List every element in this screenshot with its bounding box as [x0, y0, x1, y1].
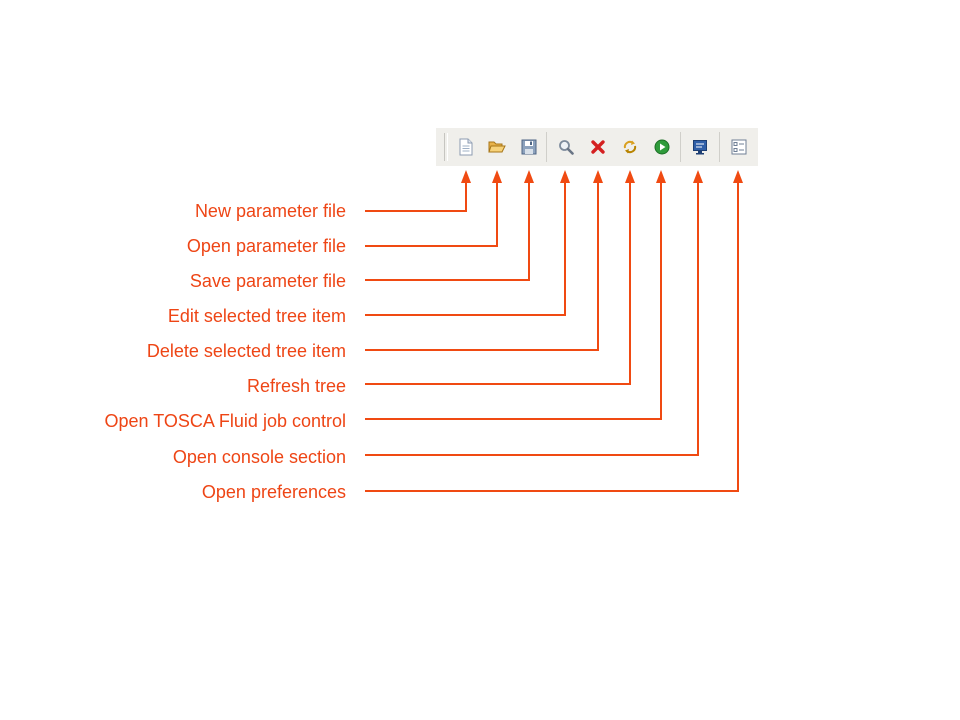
callout-arrow-save-file [365, 170, 534, 281]
magnifier-icon[interactable] [557, 138, 575, 156]
open-folder-icon[interactable] [488, 138, 506, 156]
red-x-delete-icon[interactable] [589, 138, 607, 156]
toolbar [436, 128, 758, 166]
callout-arrow-preferences [365, 170, 743, 492]
callout-label-save-parameter-file: Save parameter file [189, 271, 346, 291]
callout-label-open-console-section: Open console section [172, 447, 346, 467]
preferences-list-icon[interactable] [730, 138, 748, 156]
callout-label-refresh-tree: Refresh tree [246, 376, 346, 396]
callout-arrow-job-control [365, 170, 666, 420]
toolbar-grip[interactable] [444, 133, 448, 161]
callout-arrow-open-file [365, 170, 502, 247]
callout-label-open-parameter-file: Open parameter file [186, 236, 346, 256]
callout-arrow-delete-item [365, 170, 603, 351]
callout-arrow-new-file [365, 170, 471, 212]
callout-arrow-refresh-tree [365, 170, 635, 385]
toolbar-separator [719, 132, 720, 162]
callout-label-open-preferences: Open preferences [201, 482, 346, 502]
callout-label-delete-selected-tree-item: Delete selected tree item [146, 341, 346, 361]
callout-label-new-parameter-file: New parameter file [194, 201, 346, 221]
toolbar-separator [546, 132, 547, 162]
callout-arrow-console-section [365, 170, 703, 456]
callout-arrow-edit-item [365, 170, 570, 316]
monitor-console-icon[interactable] [691, 138, 709, 156]
new-file-icon[interactable] [457, 138, 475, 156]
callout-label-edit-selected-tree-item: Edit selected tree item [167, 306, 346, 326]
toolbar-separator [680, 132, 681, 162]
green-play-icon[interactable] [653, 138, 671, 156]
callout-label-open-job-control: Open TOSCA Fluid job control [104, 411, 346, 431]
refresh-arrows-icon[interactable] [621, 138, 639, 156]
save-disk-icon[interactable] [520, 138, 538, 156]
